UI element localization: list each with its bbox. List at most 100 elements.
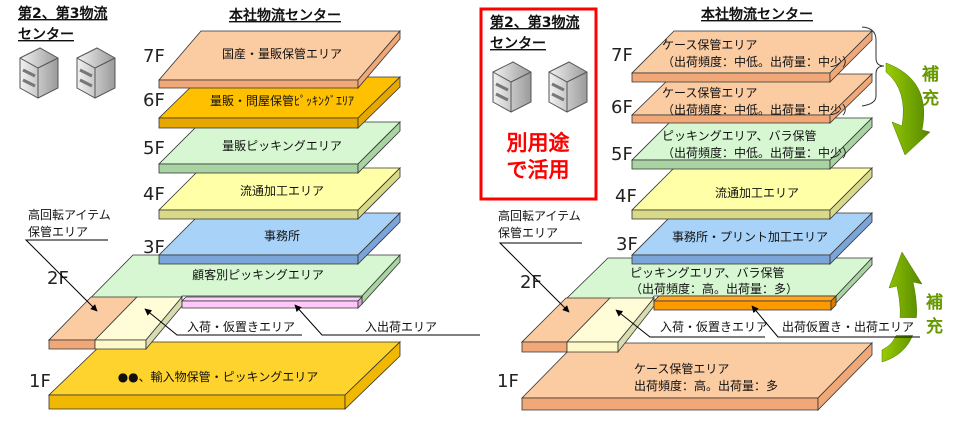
sub-center-title: センター [18, 27, 74, 43]
leader-line [751, 305, 920, 338]
floor-area-text: 流通加工エリア [715, 186, 799, 200]
in-out-area-top [181, 296, 363, 302]
shipping-area-top [653, 295, 837, 302]
floor-area-text: ●●、輸入物保管・ピッキングエリア [118, 369, 319, 384]
floor-4f-slab-side [829, 167, 873, 220]
floor-7f-slab-front [631, 72, 831, 83]
leader-line [498, 242, 582, 313]
floor-area-text: 事務所・プリント加工エリア [672, 230, 828, 244]
callout-high-turnover: 保管エリア [28, 224, 88, 239]
floor-6f-slab-side [829, 73, 873, 124]
floor-7f-slab-side [357, 29, 401, 90]
floor-6f-slab-front [158, 117, 359, 129]
callout-high-turnover: 保管エリア [498, 225, 558, 240]
floor-label: 3F [616, 234, 638, 255]
floor-2f-front [94, 339, 147, 350]
floor-area-text: （出荷頻度：中低。出荷量：中少） [662, 54, 854, 69]
floor-7f-slab-front [158, 79, 359, 89]
floor-area-text: （出荷頻度：中低。出荷量：中少） [662, 145, 854, 160]
replenish-label: 補 [925, 292, 943, 313]
leader-line [294, 304, 480, 336]
floor-1f-slab-side [344, 341, 401, 410]
callout-receiving: 入荷・仮置きエリア [660, 320, 768, 334]
floor-2f-front [566, 341, 619, 353]
callout-shipping-background [780, 318, 920, 335]
repurpose-box [479, 7, 598, 201]
replenish-label: 充 [922, 88, 939, 109]
floor-1f-slab-front [521, 397, 819, 411]
floor-4f-slab-front [158, 209, 359, 220]
floor-area-text: 流通加工エリア [240, 184, 324, 198]
replenish-arrow-down [885, 62, 931, 156]
building-icon [492, 61, 532, 113]
floor-3f-slab-front [158, 254, 359, 265]
floor-label: 2F [520, 272, 542, 293]
floor-area-text: ケース保管エリア [662, 85, 757, 100]
floor-label: 5F [143, 138, 165, 159]
floor-label: 2F [47, 268, 69, 289]
floor-3f-slab-side [829, 212, 873, 265]
replenish-arrow-up [881, 251, 923, 363]
main-title: 本社物流センター [229, 7, 341, 24]
floor-area-text: 事務所 [264, 229, 300, 243]
replenish-label: 補 [921, 64, 939, 85]
floor-label: 1F [29, 371, 51, 392]
sub-center-title: 第2、第3物流 [18, 5, 107, 22]
in-out-area-front [181, 300, 359, 309]
bracket [861, 26, 885, 107]
floor-2f-front [48, 339, 96, 350]
main-title: 本社物流センター [701, 6, 813, 23]
floor-1f-slab-side [817, 342, 873, 411]
floor-label: 4F [143, 184, 165, 205]
floor-area-text: 量販ピッキングエリア [222, 139, 342, 153]
floor-label: 7F [143, 46, 165, 67]
callout-in-out: 入出荷エリア [365, 320, 437, 334]
floor-label: 4F [615, 186, 637, 207]
callout-shipping: 出荷仮置き・出荷エリア [782, 320, 914, 334]
floor-slabs [48, 29, 873, 411]
floor-area-text: ピッキングエリア、バラ保管 [662, 128, 816, 143]
floor-label: 1F [497, 371, 519, 392]
callout-high-turnover: 高回転アイテム [28, 207, 111, 222]
floor-6f-slab-side [357, 76, 401, 129]
leader-line [615, 309, 765, 338]
sub-center-title: センター [490, 36, 546, 52]
floor-area-text: ケース保管エリア [634, 361, 729, 376]
floor-area-text: （出荷頻度：中低。出荷量：中少） [662, 102, 854, 117]
shipping-area-side [830, 295, 837, 311]
repurpose-text: 別用途 [507, 131, 571, 155]
floor-area-text: （出荷頻度：高。出荷量：多） [630, 281, 798, 296]
in-out-area-side [357, 296, 363, 309]
floor-1f-slab-front [48, 394, 346, 410]
floor-3f-slab-front [631, 254, 831, 265]
floor-4f-slab-side [357, 167, 401, 220]
left-panel: 第2、第3物流 センター 本社物流センター 7F 6F 5F 4F 3F 2F … [18, 5, 480, 392]
floor-label: 3F [143, 237, 165, 258]
floor-label: 6F [611, 97, 633, 118]
floor-area-text: ケース保管エリア [662, 37, 757, 52]
floor-area-text: 量販・問屋保管ﾋﾟｯｷﾝｸﾞｴﾘｱ [210, 93, 354, 108]
building-icon [19, 47, 59, 99]
floor-label: 5F [611, 144, 633, 165]
floor-5f-slab-side [357, 121, 401, 174]
floor-label: 7F [611, 45, 633, 66]
floor-5f-slab-front [631, 159, 831, 170]
callout-receiving: 入荷・仮置きエリア [187, 320, 295, 334]
floor-3f-slab-side [357, 212, 401, 265]
replenish-label: 充 [926, 316, 943, 337]
floor-5f-slab-side [829, 117, 873, 170]
building-icon [76, 47, 116, 99]
leader-line [144, 308, 302, 336]
floor-area-text: 顧客別ピッキングエリア [192, 267, 324, 282]
floor-label: 6F [143, 90, 165, 111]
sub-center-title: 第2、第3物流 [490, 14, 579, 31]
shipping-area-front [653, 300, 832, 311]
floor-area-text: 出荷頻度：高。出荷量：多 [634, 378, 778, 393]
floor-5f-slab-front [158, 163, 359, 174]
leader-line [24, 239, 108, 312]
building-icon [548, 61, 588, 113]
floor-1f-slab-top [48, 341, 401, 396]
floor-area-text: 国産・量販保管エリア [222, 46, 342, 61]
right-panel: 第2、第3物流 センター 別用途 で活用 本社物流センター 7F 6F 5F 4… [479, 6, 943, 393]
